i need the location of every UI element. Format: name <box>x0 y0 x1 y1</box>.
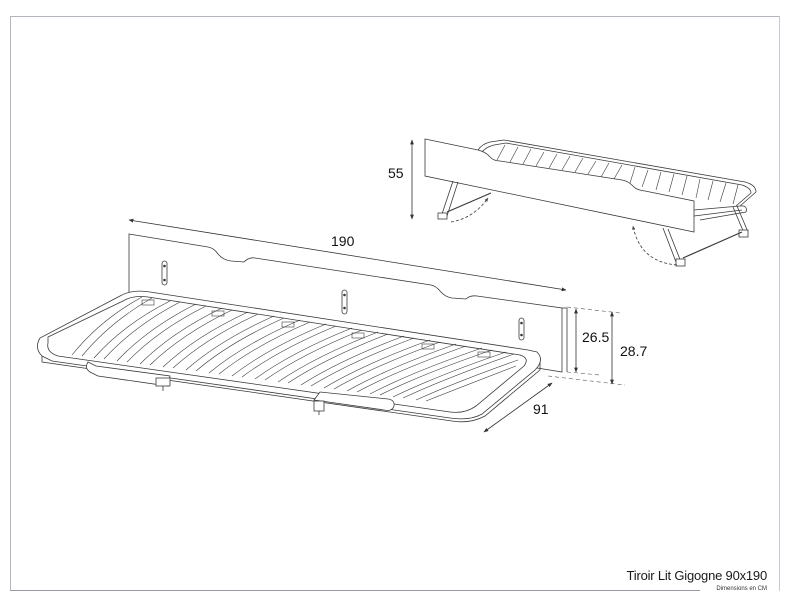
title-block: Tiroir Lit Gigogne 90x190 Dimensions en … <box>627 568 768 592</box>
main-drawer-view <box>37 218 626 433</box>
dimension-label-26-5: 26.5 <box>582 329 610 345</box>
slats <box>71 296 519 402</box>
dimension-label-190: 190 <box>331 233 355 249</box>
sheet-border-bottom <box>10 590 700 591</box>
sheet-border <box>10 16 780 591</box>
dimension-line-190 <box>128 218 567 292</box>
dimension-label-91: 91 <box>533 401 549 417</box>
dimension-line-91 <box>483 382 553 433</box>
dimension-label-28-7: 28.7 <box>620 343 648 359</box>
units-note: Dimensions en CM <box>716 586 767 592</box>
panel-brackets <box>161 260 525 341</box>
dimension-label-55: 55 <box>388 165 404 181</box>
castor-rails <box>86 361 395 415</box>
raised-drawer-view <box>410 138 757 267</box>
product-title: Tiroir Lit Gigogne 90x190 <box>626 568 768 583</box>
raised-front-panel <box>424 138 695 233</box>
